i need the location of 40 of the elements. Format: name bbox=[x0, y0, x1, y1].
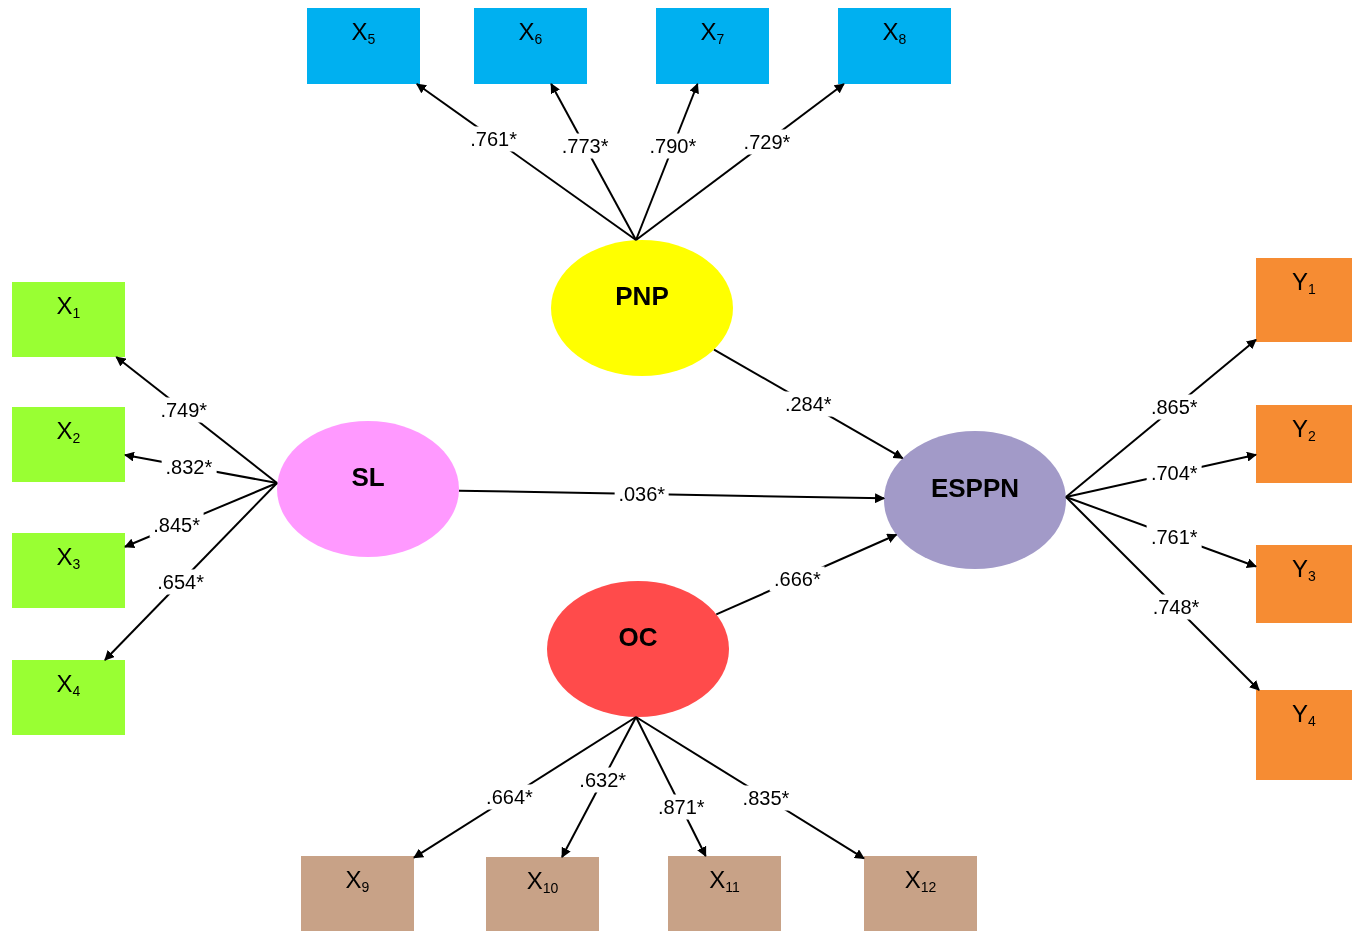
variable-name: X$_{5}$ bbox=[351, 20, 376, 44]
path-coefficient: .761* bbox=[1146, 524, 1202, 550]
observed-variable-box bbox=[307, 8, 420, 84]
variable-name: ESPPN bbox=[930, 475, 1020, 501]
observed-variable-box bbox=[656, 8, 769, 84]
observed-variable-box bbox=[12, 407, 125, 482]
variable-name: X$_{1}$ bbox=[56, 294, 81, 318]
variable-name: Y$_{3}$ bbox=[1292, 557, 1316, 581]
variable-name: X$_{2}$ bbox=[56, 419, 81, 443]
observed-variable-box bbox=[301, 856, 414, 931]
observed-variable-box bbox=[1256, 690, 1352, 780]
variable-name: X$_{10}$ bbox=[526, 869, 559, 893]
variable-name: X$_{8}$ bbox=[882, 20, 907, 44]
variable-name: PNP bbox=[615, 283, 669, 309]
observed-variable-box bbox=[864, 856, 977, 931]
variable-name: X$_{4}$ bbox=[56, 672, 81, 696]
variable-name: X$_{7}$ bbox=[700, 20, 725, 44]
path-coefficient: .845* bbox=[149, 512, 205, 538]
variable-name: Y$_{1}$ bbox=[1292, 270, 1316, 294]
path-coefficient: .666* bbox=[770, 566, 825, 592]
path-arrow bbox=[1065, 496, 1260, 691]
observed-variable-box bbox=[12, 533, 125, 608]
observed-variable-box bbox=[668, 856, 781, 931]
observed-variable-box bbox=[1256, 545, 1352, 623]
variable-name: OC bbox=[618, 624, 658, 650]
observed-variable-box bbox=[1256, 405, 1352, 483]
variable-name: SL bbox=[351, 464, 385, 490]
variable-name: Y$_{2}$ bbox=[1292, 417, 1316, 441]
observed-variable-box bbox=[12, 660, 125, 735]
observed-variable-box bbox=[474, 8, 587, 84]
variable-name: Y$_{4}$ bbox=[1292, 702, 1316, 726]
variable-name: X$_{3}$ bbox=[56, 545, 81, 569]
observed-variable-box bbox=[838, 8, 951, 84]
variable-name: X$_{12}$ bbox=[904, 868, 937, 892]
observed-variable-box bbox=[12, 282, 125, 357]
variable-name: X$_{11}$ bbox=[709, 868, 740, 892]
variable-name: X$_{6}$ bbox=[518, 20, 543, 44]
observed-variable-box bbox=[1256, 258, 1352, 342]
variable-name: X$_{9}$ bbox=[345, 868, 370, 892]
observed-variable-box bbox=[486, 857, 599, 931]
